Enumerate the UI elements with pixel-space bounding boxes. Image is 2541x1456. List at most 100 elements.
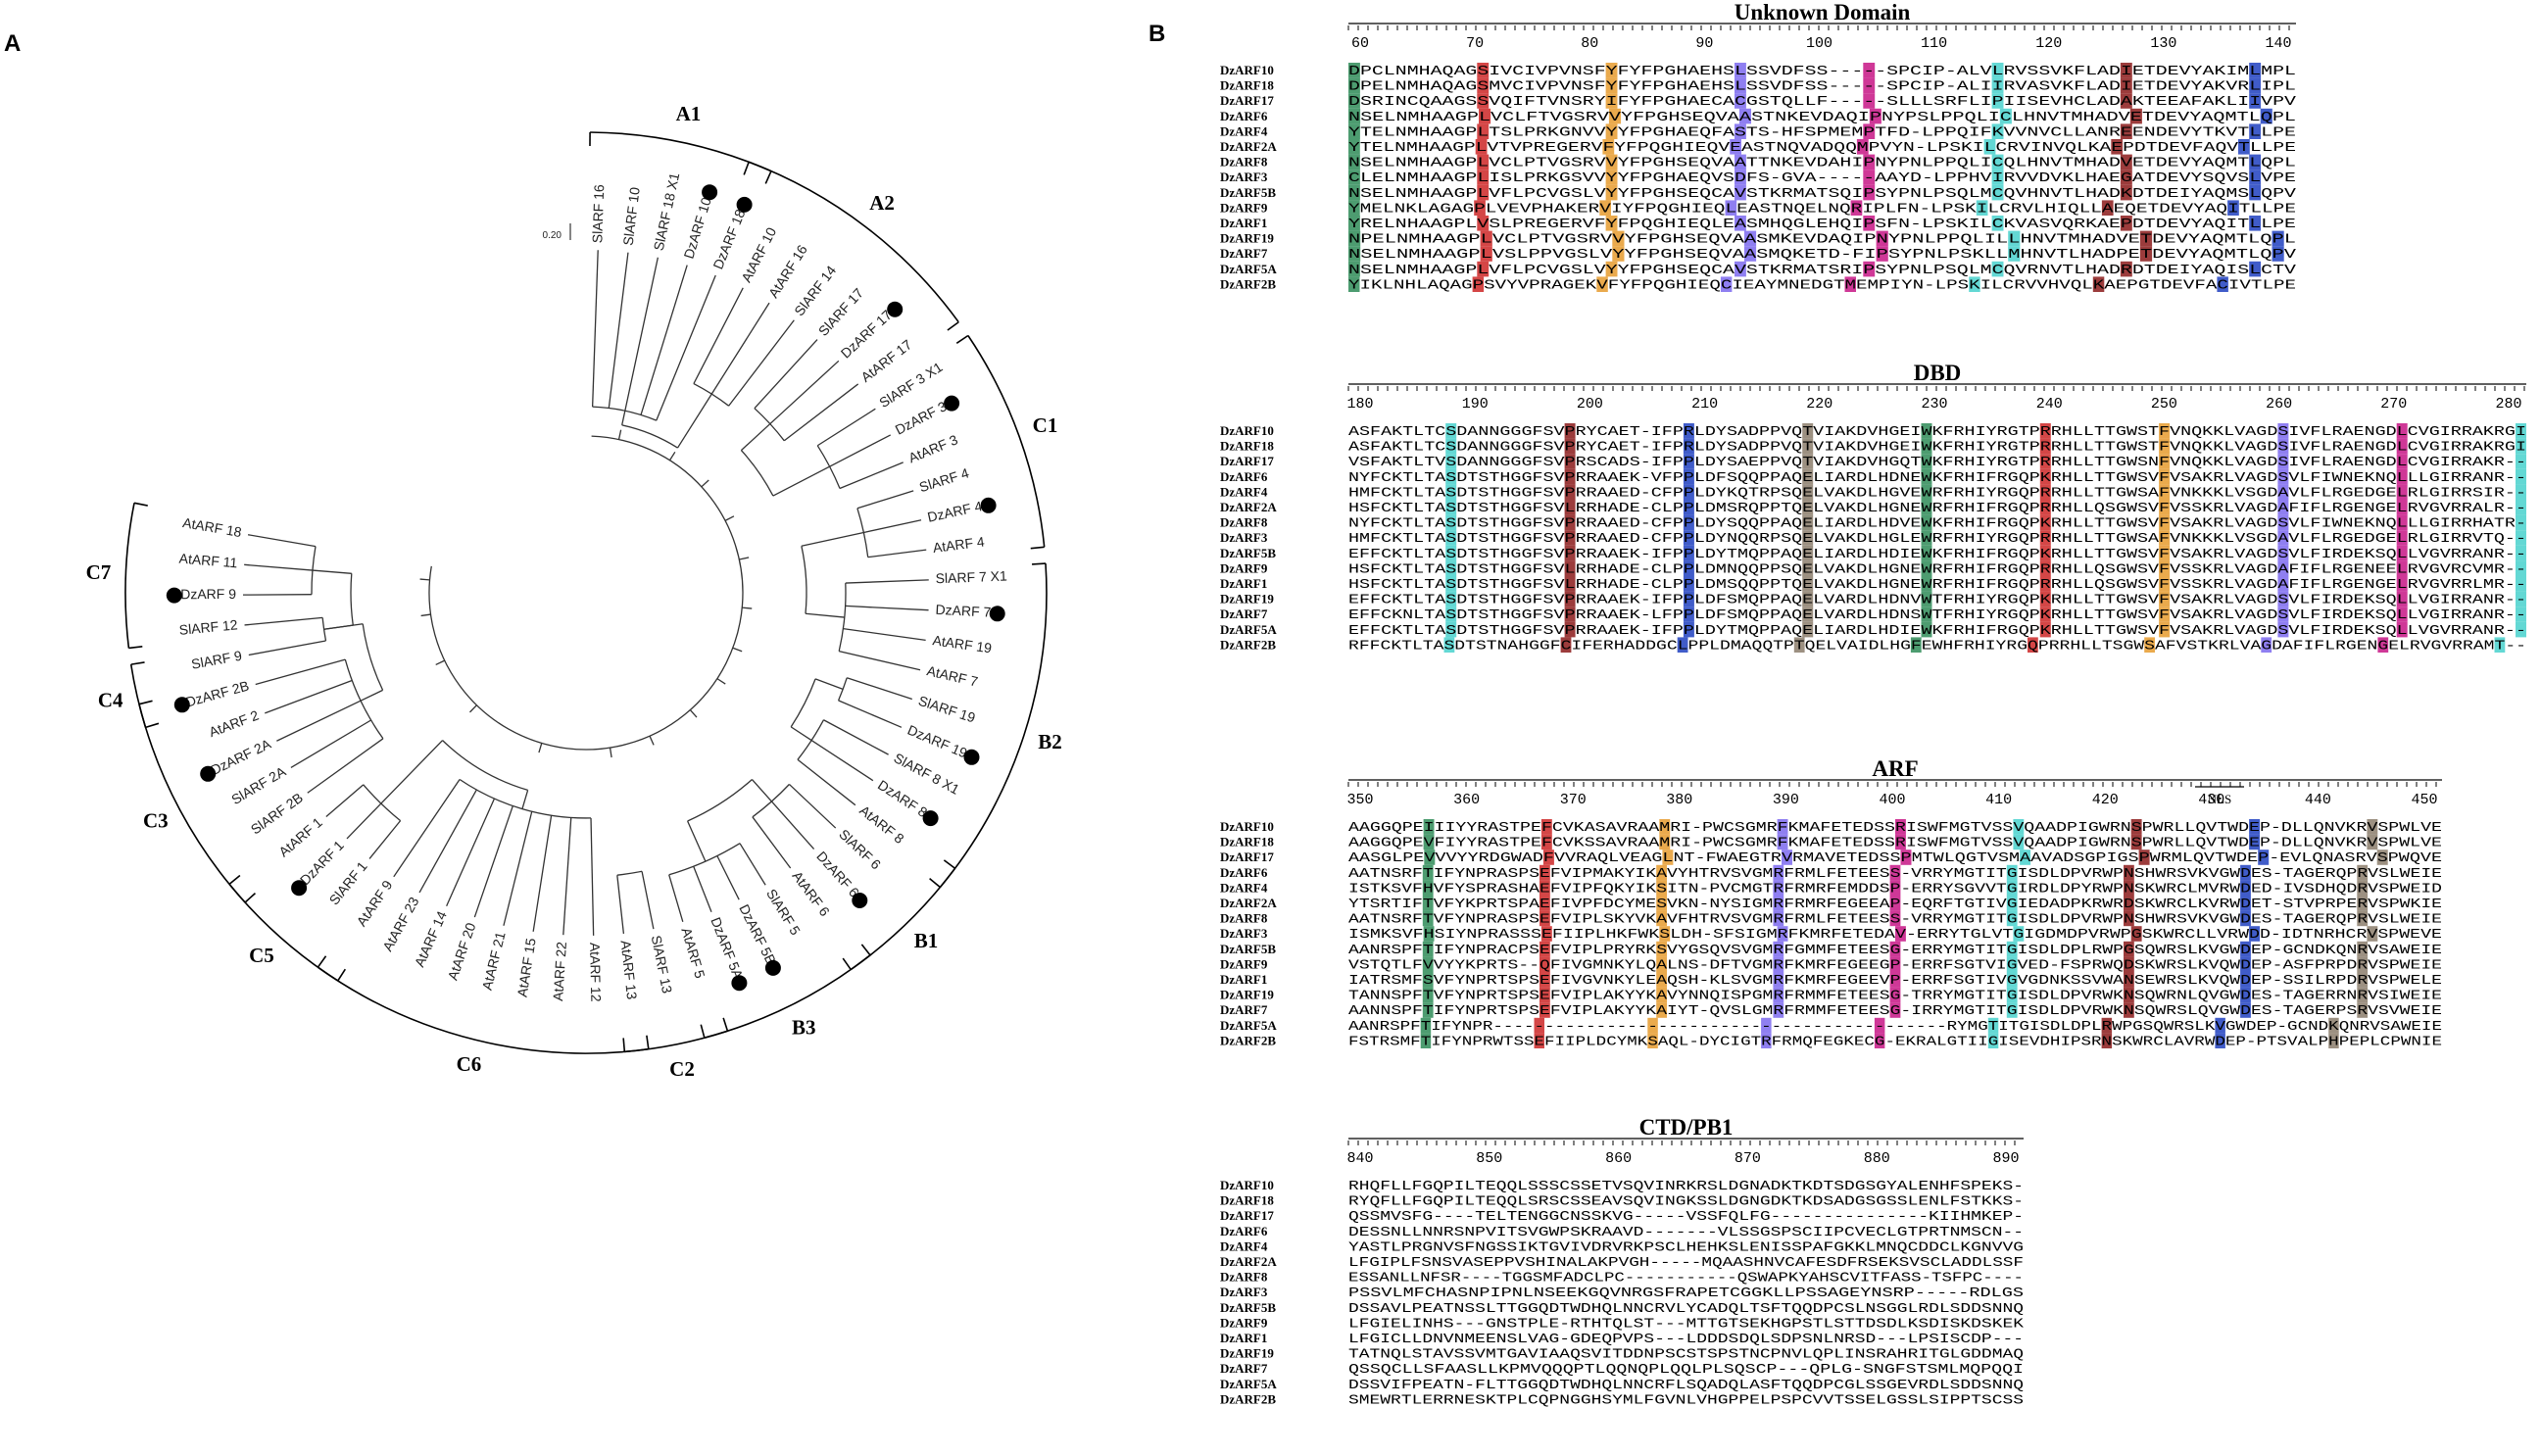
conserved-column-highlight (1477, 184, 1490, 201)
marker-dot (200, 765, 217, 782)
conserved-column-highlight (1445, 484, 1457, 500)
conserved-column-highlight (1735, 123, 1746, 139)
conserved-column-highlight (2101, 200, 2114, 216)
conserved-column-highlight (2516, 423, 2526, 439)
leaf-label: AtARF 12 (587, 943, 604, 1002)
conserved-column-highlight (2516, 438, 2526, 455)
conserved-column-highlight (1802, 514, 1814, 531)
conserved-column-highlight (1773, 1002, 1784, 1018)
conserved-column-highlight (1777, 819, 1788, 835)
ruler-number: 70 (1466, 35, 1484, 52)
conserved-column-highlight (1348, 230, 1361, 247)
sequence-name: DzARF17 (1220, 93, 1274, 108)
marker-dot (989, 606, 1005, 622)
conserved-column-highlight (2367, 834, 2378, 850)
conserved-column-highlight (2215, 1017, 2225, 1034)
conserved-column-highlight (2101, 1033, 2113, 1048)
conserved-column-highlight (2240, 1002, 2251, 1018)
conserved-column-highlight (1656, 880, 1667, 896)
conserved-column-highlight (2396, 545, 2408, 561)
conserved-column-highlight (1445, 545, 1457, 561)
conserved-column-highlight (1921, 576, 1932, 592)
sequence-text: QSSMVSFG----TELTENGGCNSSKVG-----VSSFQLFG… (1348, 1210, 2024, 1225)
leaf-branch (248, 640, 326, 656)
internal-arc (350, 573, 354, 626)
sequence-text: FSTRSMFTIFYNPRWTSSEFIIPLDCYMKSAQL-DYCIGT… (1348, 1035, 2442, 1049)
leaf-branch (710, 302, 770, 395)
ruler-number: 430 (2198, 792, 2224, 808)
conserved-column-highlight (2013, 834, 2025, 850)
conserved-column-highlight (1539, 941, 1550, 957)
sequence-name: DzARF4 (1220, 123, 1268, 138)
conserved-column-highlight (2006, 896, 2018, 911)
conserved-column-highlight (1863, 63, 1876, 78)
conserved-column-highlight (1605, 216, 1618, 231)
sequence-text: AANRSPFTIFYNPRACPSEFVIPLPRYRKSVYGSQVSVGM… (1348, 944, 2442, 958)
conserved-column-highlight (2516, 500, 2526, 515)
leaf-branch (816, 408, 876, 447)
ruler-number: 360 (1453, 792, 1480, 808)
conserved-column-highlight (1683, 530, 1694, 546)
conserved-column-highlight (2357, 1002, 2369, 1018)
conserved-column-highlight (2357, 910, 2369, 927)
conserved-column-highlight (2516, 560, 2526, 576)
ruler-number: 280 (2495, 396, 2521, 413)
leaf-branch (616, 875, 625, 934)
block-title: ARF (1872, 756, 1918, 781)
conserved-column-highlight (2130, 834, 2142, 850)
conserved-column-highlight (1969, 276, 1980, 292)
sequence-name: DzARF2A (1220, 139, 1277, 154)
conserved-column-highlight (2124, 1002, 2134, 1018)
conserved-column-highlight (2092, 276, 2105, 292)
conserved-column-highlight (1656, 972, 1667, 988)
conserved-column-highlight (1802, 560, 1814, 576)
ruler-number: 270 (2380, 396, 2407, 413)
sequence-text: NYFCKTLTASDTSTHGGFSVPRRAAED-CFPPLDYSQQPP… (1348, 517, 2526, 532)
internal-branch (772, 465, 830, 497)
conserved-column-highlight (2039, 514, 2051, 531)
sequence-name: DzARF3 (1220, 926, 1268, 941)
conserved-column-highlight (2120, 261, 2132, 277)
clade-label: C1 (1033, 413, 1058, 437)
conserved-column-highlight (1921, 607, 1932, 622)
sequence-text: AASGLPEVVVYYRDGWADFVVRAQLVEAGLNT-FWAEGTR… (1348, 851, 2442, 866)
conserved-column-highlight (2277, 576, 2289, 592)
sequence-text: YTELNMHAAGPLVTVPREGERVFYFPQGHIEQVEASTNQV… (1348, 141, 2296, 156)
leaf-branch (640, 265, 688, 415)
conserved-column-highlight (1477, 216, 1490, 231)
conserved-column-highlight (1605, 154, 1618, 170)
conserved-column-highlight (2159, 438, 2171, 455)
clade-bracket-tick (145, 722, 160, 729)
conserved-column-highlight (2240, 941, 2251, 957)
ruler-number: 870 (1735, 1150, 1761, 1167)
conserved-column-highlight (1564, 423, 1576, 439)
conserved-column-highlight (2039, 438, 2051, 455)
conserved-column-highlight (2260, 108, 2272, 124)
leaf-branch (641, 871, 655, 930)
root-arc (428, 435, 744, 751)
stem-branch (716, 678, 726, 685)
sequence-text: ASFAKTLTCSDANNGGGFSVPRYCAET-IFPRLDYSADPP… (1348, 441, 2526, 456)
conserved-column-highlight (1659, 834, 1671, 850)
conserved-column-highlight (1773, 956, 1784, 972)
conserved-column-highlight (1683, 591, 1694, 607)
marker-dot (852, 893, 868, 908)
conserved-column-highlight (2124, 910, 2134, 927)
conserved-column-highlight (2111, 139, 2124, 155)
conserved-column-highlight (1802, 438, 1814, 455)
leaf-branch (276, 700, 362, 742)
sequence-text: ESSANLLNFSR----TGGSMFADCLPC-----------QS… (1348, 1272, 2024, 1286)
leaf-branch (867, 549, 927, 558)
conserved-column-highlight (2328, 1033, 2339, 1048)
sequence-text: RHQFLLFGQPILTEQQLSSSCSSETVSQVINRKRSLDGNA… (1348, 1180, 2024, 1194)
conserved-column-highlight (1472, 276, 1485, 292)
conserved-column-highlight (1422, 987, 1434, 1003)
sequence-name: DzARF4 (1220, 484, 1268, 499)
ruler-number: 880 (1864, 1150, 1890, 1167)
conserved-column-highlight (2159, 454, 2171, 469)
conserved-column-highlight (1889, 880, 1901, 896)
conserved-column-highlight (1991, 184, 2004, 201)
ruler-number: 230 (1921, 396, 1947, 413)
sequence-text: LFGICLLDNVNMEENSLVAG-GDEQPVPS---LDDDSDQL… (1348, 1333, 2024, 1347)
sequence-text: AANNSPFTIFYNPRTSPSEFVIPLAKYYKAIYT-QVSLGM… (1348, 1004, 2442, 1019)
